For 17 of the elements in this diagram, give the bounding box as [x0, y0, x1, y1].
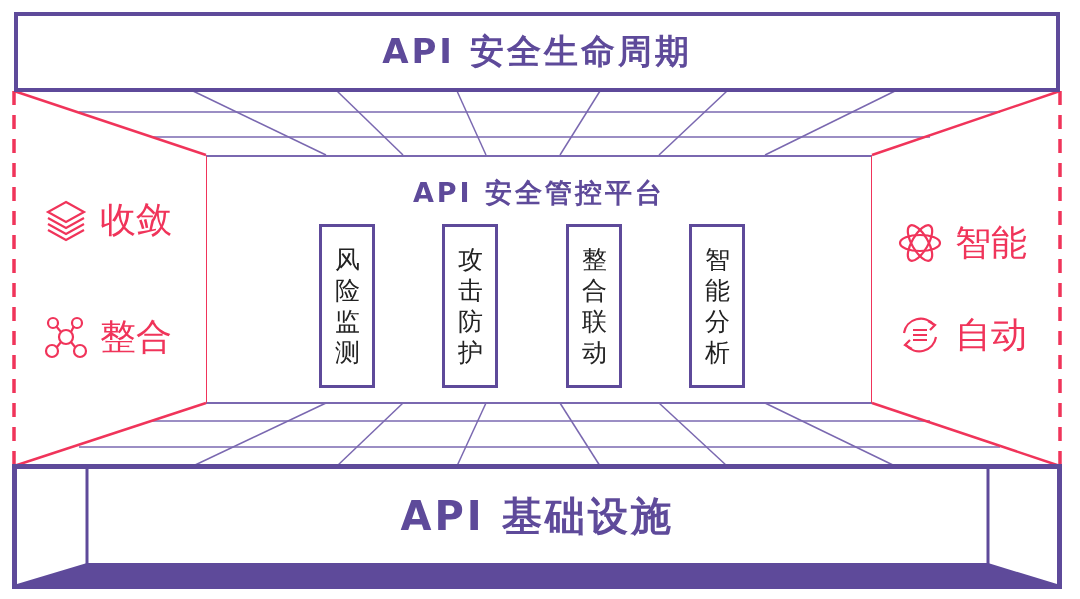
band-title: API 基础设施 — [400, 492, 674, 541]
function-box — [442, 224, 498, 388]
function-title: 整合联动 — [581, 244, 607, 368]
feature-label: 收敛 — [100, 198, 172, 242]
function-box — [689, 224, 745, 388]
function-title: 攻击防护 — [457, 244, 483, 368]
feature-label: 智能 — [955, 221, 1027, 265]
band-title: API 安全生命周期 — [382, 30, 692, 73]
function-title: 智能分析 — [704, 244, 730, 368]
function-title: 风险监测 — [334, 244, 360, 368]
feature-label: 自动 — [955, 313, 1027, 357]
platform-box — [206, 155, 872, 404]
feature-label: 整合 — [100, 315, 172, 359]
function-box — [319, 224, 375, 388]
function-box — [566, 224, 622, 388]
band-box — [14, 12, 1060, 92]
platform-title: API 安全管控平台 — [411, 176, 667, 210]
